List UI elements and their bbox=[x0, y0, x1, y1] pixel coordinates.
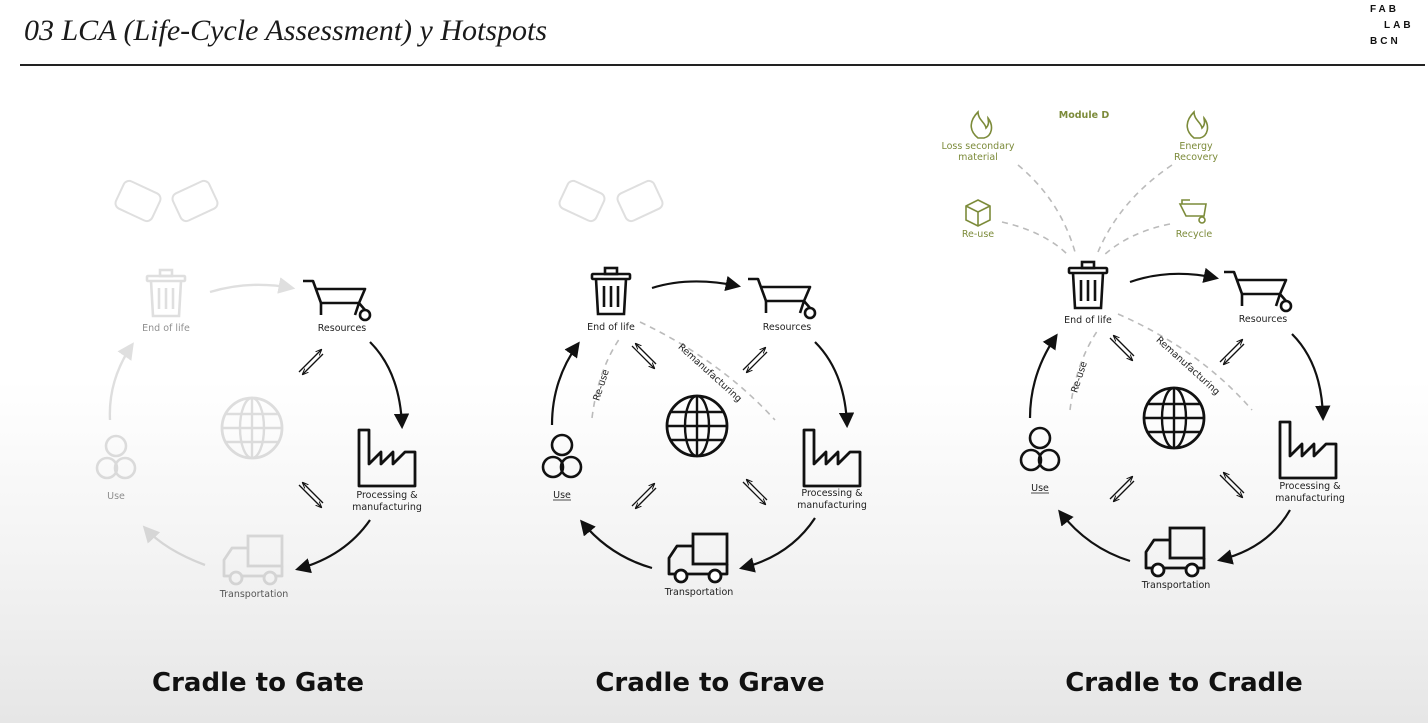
recycle-label: Recycle bbox=[1176, 229, 1213, 240]
resources-cart-icon bbox=[746, 277, 817, 320]
energy-recovery-label-1: Energy bbox=[1179, 141, 1213, 152]
remanufacturing-dashed-line bbox=[639, 321, 776, 421]
exchange-arrows-icon bbox=[1220, 473, 1244, 497]
resources-label: Resources bbox=[318, 323, 367, 334]
reuse-dashed-line bbox=[1069, 329, 1099, 411]
cradle-to-gate-title: Cradle to Gate bbox=[152, 668, 364, 698]
flow-arrow-processing-to-transport bbox=[1217, 509, 1291, 565]
end-of-life-bin-icon bbox=[590, 266, 632, 316]
exchange-arrows-icon bbox=[632, 344, 656, 368]
flow-arrow-transport-to-use bbox=[1058, 509, 1131, 563]
slide-title: 03 LCA (Life-Cycle Assessment) y Hotspot… bbox=[24, 14, 548, 47]
use-label: Use bbox=[553, 490, 571, 501]
faded-globe-icon bbox=[220, 396, 284, 460]
exchange-arrows-icon bbox=[1110, 336, 1134, 360]
cradle-to-cradle-title: Cradle to Cradle bbox=[1065, 668, 1303, 698]
flow-arrow-processing-to-transport bbox=[739, 517, 816, 573]
flame-icon bbox=[1186, 110, 1209, 139]
truck-icon bbox=[667, 532, 729, 584]
module-d-reuse-label: Re-use bbox=[962, 229, 994, 240]
energy-recovery-label-2: Recovery bbox=[1174, 152, 1218, 163]
exchange-arrows-icon bbox=[1220, 340, 1244, 364]
transportation-label: Transportation bbox=[1141, 580, 1211, 591]
flow-arrow-processing-to-transport bbox=[295, 519, 371, 574]
exchange-arrows-icon bbox=[299, 483, 323, 507]
remanufacturing-dashed-line bbox=[1117, 313, 1253, 411]
use-label: Use bbox=[1031, 483, 1049, 494]
resources-label: Resources bbox=[1239, 314, 1288, 325]
factory-icon bbox=[1278, 420, 1338, 480]
end-of-life-bin-icon bbox=[1067, 260, 1109, 310]
fablab-logo: FAB LAB BCN bbox=[1370, 2, 1416, 50]
title-divider bbox=[20, 64, 1425, 66]
end-of-life-label: End of life bbox=[587, 322, 635, 333]
faded-person-icon bbox=[95, 434, 137, 480]
flow-arrow-use-to-eol bbox=[1028, 333, 1058, 419]
exchange-arrows-icon bbox=[743, 348, 767, 372]
remanufacturing-label: Remanufacturing bbox=[676, 342, 744, 405]
exchange-arrows-icon bbox=[632, 484, 656, 508]
processing-label-2: manufacturing bbox=[352, 502, 422, 513]
person-icon bbox=[541, 433, 583, 479]
cradle-to-grave-title: Cradle to Grave bbox=[595, 668, 825, 698]
end-of-life-label: End of life bbox=[142, 323, 190, 334]
logo-line-3: BCN bbox=[1370, 36, 1401, 47]
box-icon bbox=[965, 199, 991, 227]
truck-icon bbox=[1144, 526, 1206, 578]
reuse-dashed-line bbox=[591, 337, 621, 419]
exchange-arrows-icon bbox=[743, 480, 767, 504]
resources-cart-icon bbox=[1222, 270, 1293, 313]
faded-reuse-remanufacture-icons bbox=[558, 179, 664, 223]
processing-label-2: manufacturing bbox=[797, 500, 867, 511]
logo-line-1: FAB bbox=[1370, 4, 1399, 15]
faded-end-of-life-icon bbox=[145, 268, 187, 318]
cradle-to-grave-diagram: End of life Resources Remanufacturing Re… bbox=[541, 179, 867, 598]
recycle-cart-icon bbox=[1178, 199, 1207, 224]
flow-arrow-resources-to-processing bbox=[814, 341, 855, 429]
resources-label: Resources bbox=[763, 322, 812, 333]
flow-arrow-eol-to-resources bbox=[651, 275, 742, 292]
faded-truck-icon bbox=[222, 534, 284, 586]
flow-arrow-resources-to-processing bbox=[369, 341, 410, 430]
processing-label-2: manufacturing bbox=[1275, 493, 1345, 504]
processing-label-1: Processing & bbox=[801, 488, 863, 499]
remanufacturing-label: Remanufacturing bbox=[1154, 335, 1222, 398]
processing-label-1: Processing & bbox=[356, 490, 418, 501]
globe-icon bbox=[665, 394, 729, 458]
reuse-label: Re-use bbox=[1069, 360, 1089, 394]
end-of-life-label: End of life bbox=[1064, 315, 1112, 326]
use-label: Use bbox=[107, 491, 125, 502]
transportation-label: Transportation bbox=[664, 587, 734, 598]
loss-secondary-label-1: Loss secondary bbox=[941, 141, 1014, 152]
globe-icon bbox=[1142, 386, 1206, 450]
exchange-arrows-icon bbox=[1110, 477, 1134, 501]
resources-cart-icon bbox=[301, 279, 372, 322]
person-icon bbox=[1019, 426, 1061, 472]
exchange-arrows-icon bbox=[299, 350, 323, 374]
flame-icon bbox=[970, 110, 993, 139]
module-d-title: Module D bbox=[1059, 110, 1110, 121]
reuse-label: Re-use bbox=[591, 368, 611, 402]
faded-reuse-remanufacture-icons bbox=[114, 179, 219, 223]
flow-arrow-transport-to-use bbox=[580, 519, 653, 570]
flow-arrow-use-to-eol bbox=[550, 341, 580, 426]
processing-label-1: Processing & bbox=[1279, 481, 1341, 492]
flow-arrow-eol-to-resources bbox=[1129, 267, 1220, 284]
flow-arrow-resources-to-processing bbox=[1291, 333, 1331, 422]
factory-icon bbox=[802, 428, 862, 488]
cradle-to-gate-diagram: End of life Resources Processing & manuf… bbox=[95, 179, 422, 600]
cradle-to-cradle-diagram: Module D Loss secondary material Energy … bbox=[941, 110, 1344, 591]
loss-secondary-label-2: material bbox=[958, 152, 998, 163]
logo-line-2: LAB bbox=[1384, 20, 1414, 31]
transportation-label: Transportation bbox=[219, 589, 289, 600]
module-d-dashed-links bbox=[1001, 164, 1173, 256]
factory-icon bbox=[357, 428, 417, 488]
